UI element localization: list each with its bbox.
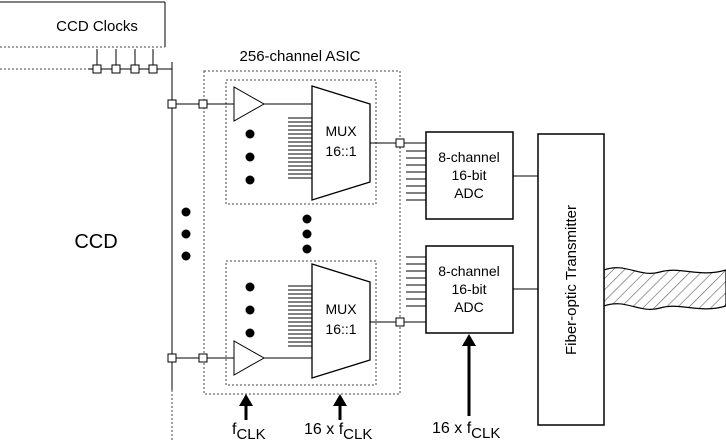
asic-input-connector [198,353,208,363]
ellipsis-dot [245,129,255,139]
clock-connector [92,64,102,74]
fclk-label: fCLK [232,421,266,441]
mux-ratio-label: 16::1 [325,143,356,159]
adc-bits-label: 16-bit [451,167,486,183]
adc-clock-label: 16 x fCLK [432,420,500,441]
mux-input-lines [288,117,312,179]
clock-connector [148,64,158,74]
mux-icon [311,85,371,201]
ellipsis-dot [245,152,255,162]
clock-inputs: fCLK 16 x fCLK 16 x fCLK [232,334,500,441]
clock-bus [0,49,172,74]
adc-bits-label: 16-bit [451,281,486,297]
up-arrow-icon [239,394,253,406]
adc-channels-label: 8-channel [438,263,500,279]
mux-icon [311,263,371,379]
adc-input-lines [406,256,426,307]
adc-channels-label: 8-channel [438,149,500,165]
asic-output-connector [395,138,405,148]
ccd-clocks-block: CCD Clocks [0,1,166,48]
channel-ellipsis [302,214,312,254]
mux-label: MUX [325,301,357,317]
asic-input-connector [198,99,208,109]
adc-bottom: 8-channel 16-bit ADC [406,245,538,334]
ellipsis-dot [245,305,255,315]
ccd-output-connector [167,353,177,363]
ellipsis-dot [245,282,255,292]
asic-output-connector [395,317,405,327]
clock-connector [130,64,140,74]
fiber-optic-transmitter: Fiber-optic Transmitter [537,133,726,426]
transmitter-label: Fiber-optic Transmitter [563,205,580,355]
channel-group-bottom: MUX 16::1 [167,260,426,386]
channel-group-top: MUX 16::1 [167,79,426,205]
mux-clock-label: 16 x fCLK [304,421,372,441]
asic-label: 256-channel ASIC [240,48,361,65]
adc-input-lines [406,150,426,201]
ellipsis-dot [181,229,191,239]
ellipsis-dot [181,207,191,217]
adc-label: ADC [454,185,484,201]
mux-ratio-label: 16::1 [325,321,356,337]
clock-connector [111,64,121,74]
fiber-cable-icon [603,267,726,310]
mux-label: MUX [325,123,357,139]
ccd-block: CCD [74,62,191,441]
ellipsis-dot [245,328,255,338]
mux-input-lines [288,285,312,347]
asic-block: 256-channel ASIC [203,48,401,395]
adc-label: ADC [454,299,484,315]
up-arrow-icon [462,334,476,346]
ccd-label: CCD [74,231,117,253]
amplifier-icon [233,86,266,122]
up-arrow-icon [333,394,347,406]
ellipsis-dot [245,175,255,185]
ccd-clocks-label: CCD Clocks [56,18,138,35]
ccd-output-connector [167,99,177,109]
ellipsis-dot [181,251,191,261]
amplifier-icon [233,340,266,376]
adc-top: 8-channel 16-bit ADC [406,131,538,220]
